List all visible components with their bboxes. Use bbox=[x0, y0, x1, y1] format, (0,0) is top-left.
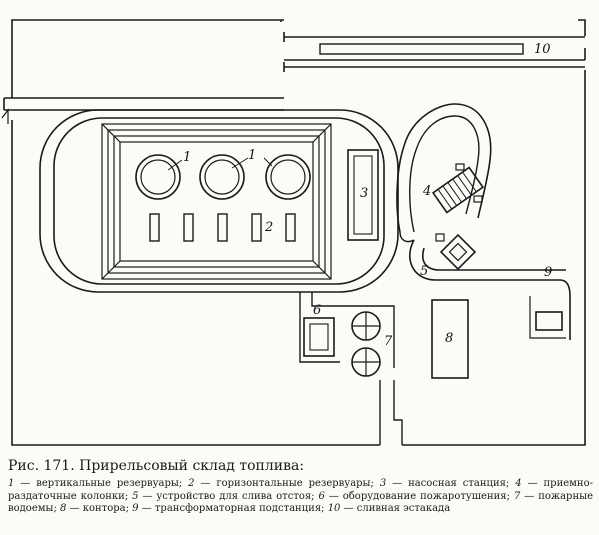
label-1b: 1 bbox=[248, 148, 256, 163]
ring-road-outer bbox=[39, 109, 399, 293]
label-9: 9 bbox=[544, 265, 552, 280]
legend-item: 8 — контора; bbox=[60, 503, 132, 514]
legend-number: 9 bbox=[132, 503, 139, 514]
legend-item: 4 — приемно-раздаточные колонки; bbox=[8, 478, 593, 502]
legend: 1 — вертикальные резервуары; 2 — горизон… bbox=[8, 478, 593, 516]
legend-item: 6 — оборудование пожаротушения; bbox=[319, 491, 514, 502]
legend-item: 5 — устройство для слива отстоя; bbox=[132, 491, 318, 502]
label-1a: 1 bbox=[183, 150, 191, 165]
legend-number: 3 bbox=[379, 478, 387, 489]
legend-number: 6 bbox=[318, 490, 325, 502]
legend-text: — горизонтальные резервуары; bbox=[194, 478, 380, 489]
label-8: 8 bbox=[445, 331, 453, 346]
fire-equipment bbox=[303, 317, 335, 357]
lower-roads bbox=[299, 292, 403, 445]
label-7: 7 bbox=[384, 334, 393, 349]
site-boundary bbox=[11, 19, 586, 446]
entry-road bbox=[3, 97, 284, 111]
legend-text: — трансформаторная подстанция; bbox=[138, 503, 328, 514]
entry-arrow bbox=[1, 108, 9, 124]
legend-number: 10 bbox=[327, 503, 341, 514]
legend-text: — сливная эстакада bbox=[340, 503, 451, 514]
legend-text: — вертикальные резервуары; bbox=[14, 478, 189, 489]
legend-number: 2 bbox=[188, 478, 195, 489]
vertical-tank bbox=[199, 154, 245, 200]
transformer-substation bbox=[535, 311, 563, 331]
ring-road-inner bbox=[53, 117, 385, 285]
service-road bbox=[409, 239, 571, 340]
sludge-drain-device bbox=[439, 233, 477, 271]
legend-item: 9 — трансформаторная подстанция; bbox=[132, 503, 328, 514]
vertical-tank bbox=[265, 154, 311, 200]
legend-number: 8 bbox=[60, 503, 67, 514]
rail-siding bbox=[283, 32, 585, 72]
legend-item: 3 — насосная станция; bbox=[380, 478, 515, 489]
legend-number: 1 bbox=[8, 478, 15, 489]
label-3: 3 bbox=[360, 186, 368, 201]
vertical-tanks bbox=[135, 154, 311, 200]
fire-reservoirs bbox=[351, 311, 381, 377]
legend-text: — насосная станция; bbox=[386, 478, 516, 489]
legend-text: — устройство для слива отстоя; bbox=[138, 490, 319, 502]
legend-item: 10 — сливная эстакада bbox=[328, 503, 450, 514]
label-6: 6 bbox=[313, 303, 321, 318]
legend-text: — пожарные водоемы; bbox=[8, 490, 593, 515]
legend-text: — оборудование пожаротушения; bbox=[324, 490, 514, 502]
horizontal-tanks bbox=[149, 213, 296, 242]
legend-number: 7 bbox=[513, 490, 521, 502]
tank-farm-bund bbox=[101, 123, 332, 280]
unloading-trestle bbox=[319, 43, 524, 55]
legend-text: — приемно-раздаточные колонки; bbox=[8, 478, 593, 502]
legend-item: 1 — вертикальные резервуары; bbox=[8, 478, 188, 489]
horizontal-tank bbox=[183, 213, 194, 242]
dispensers bbox=[431, 166, 485, 214]
legend-item: 2 — горизонтальные резервуары; bbox=[188, 478, 380, 489]
legend-item: 7 — пожарные водоемы; bbox=[8, 491, 593, 515]
site-plan: 1 1 2 3 4 5 6 7 8 9 10 bbox=[1, 19, 586, 446]
label-2: 2 bbox=[264, 220, 273, 235]
horizontal-tank bbox=[149, 213, 160, 242]
legend-number: 5 bbox=[132, 490, 139, 502]
office bbox=[431, 299, 469, 379]
horizontal-tank bbox=[217, 213, 228, 242]
pump-station bbox=[347, 149, 379, 241]
horizontal-tank bbox=[285, 213, 296, 242]
figure-caption: Рис. 171. Прирельсовый склад топлива: bbox=[8, 458, 305, 474]
label-4: 4 bbox=[422, 184, 431, 199]
vertical-tank bbox=[135, 154, 181, 200]
label-5: 5 bbox=[420, 264, 428, 279]
legend-text: — контора; bbox=[66, 503, 133, 514]
dispenser-loop-road bbox=[396, 103, 492, 233]
leader-lines bbox=[167, 157, 273, 171]
legend-number: 4 bbox=[515, 478, 522, 489]
horizontal-tank bbox=[251, 213, 262, 242]
label-10: 10 bbox=[534, 42, 551, 57]
